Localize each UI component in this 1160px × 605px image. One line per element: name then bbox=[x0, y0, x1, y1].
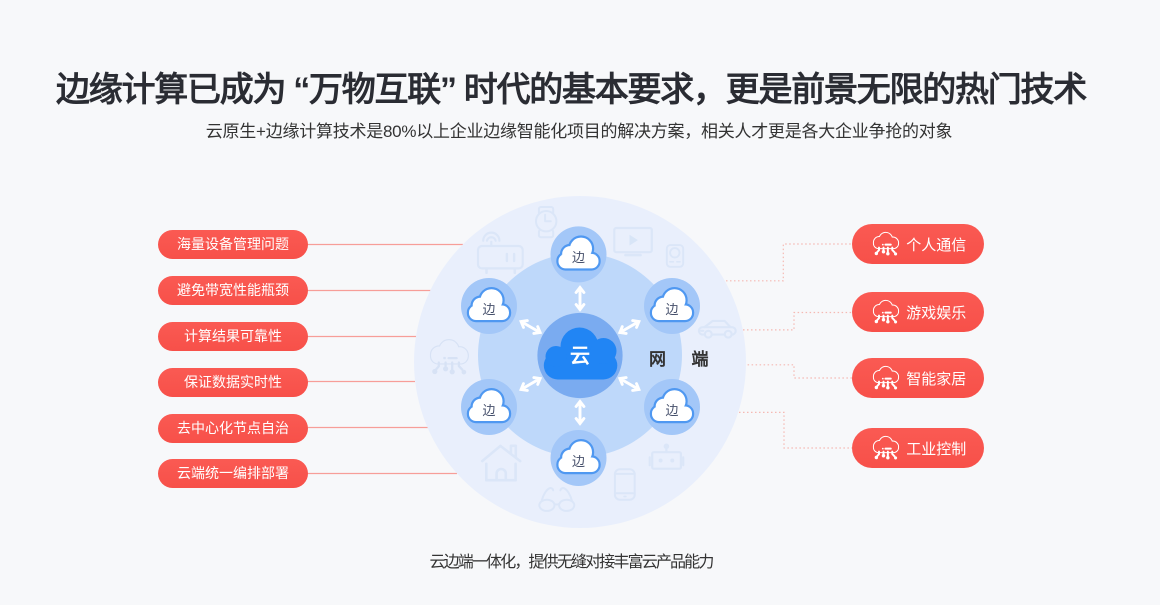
svg-text:边: 边 bbox=[665, 403, 678, 418]
svg-text:边: 边 bbox=[572, 250, 585, 265]
svg-text:边: 边 bbox=[482, 302, 495, 317]
svg-text:端: 端 bbox=[692, 349, 709, 369]
svg-text:网: 网 bbox=[649, 350, 666, 369]
svg-text:边: 边 bbox=[572, 454, 585, 469]
svg-text:边: 边 bbox=[665, 302, 678, 317]
svg-text:云: 云 bbox=[570, 346, 590, 368]
svg-text:边: 边 bbox=[482, 403, 495, 418]
